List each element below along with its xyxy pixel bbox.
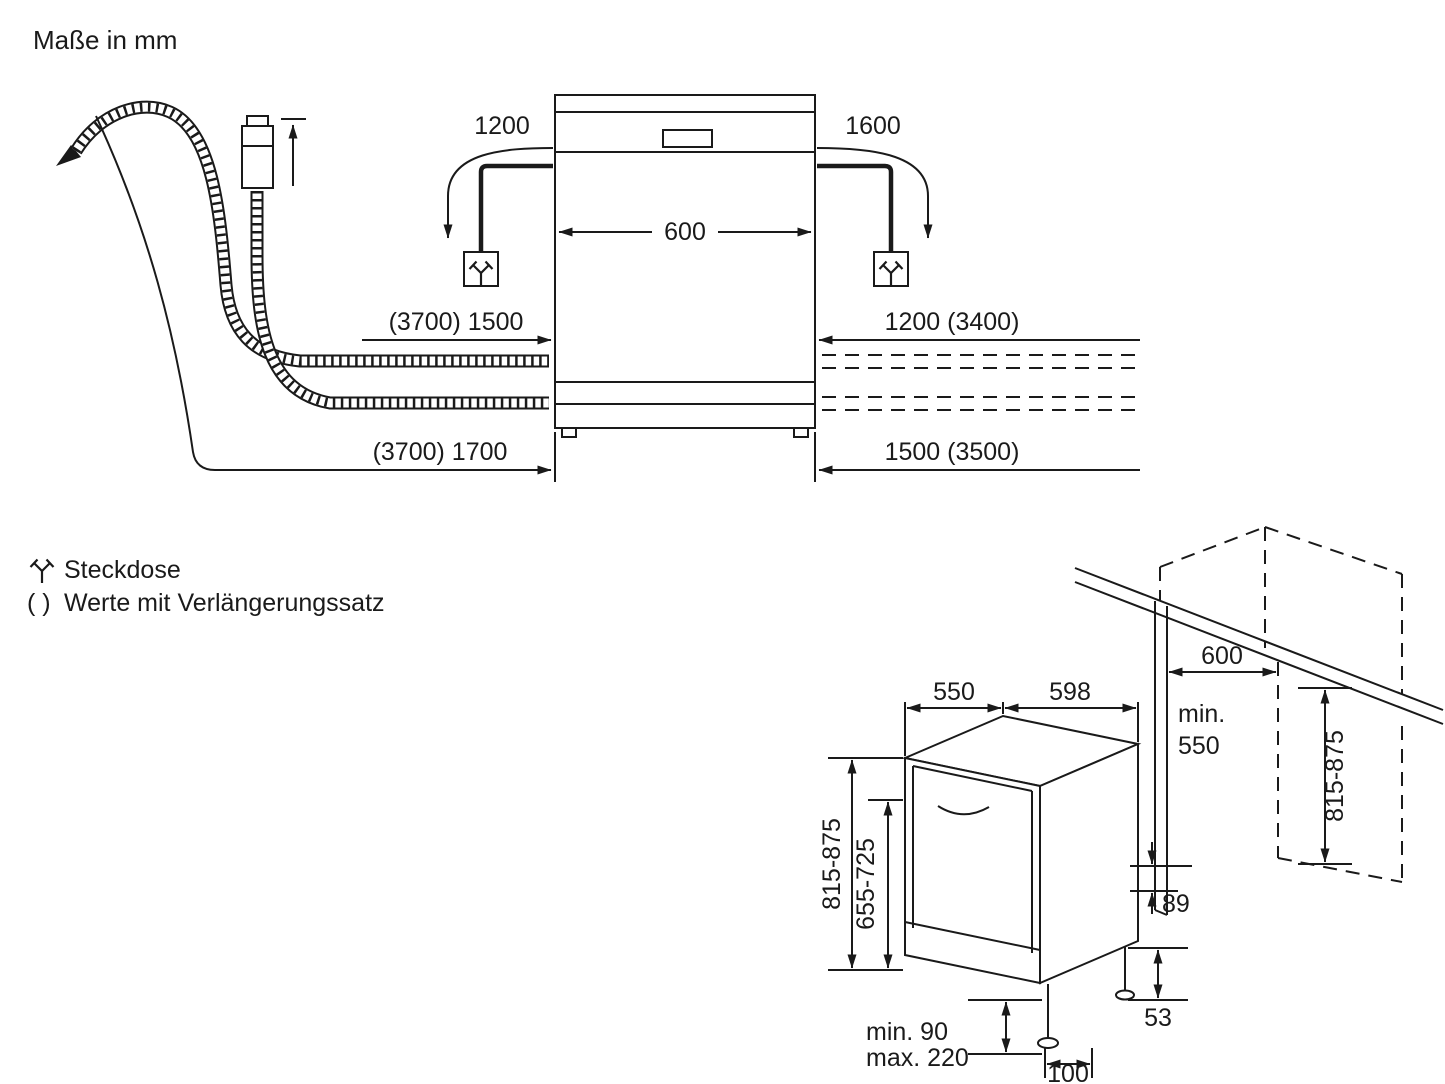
dim-rear-gap-label: 89 bbox=[1162, 890, 1190, 918]
door-face bbox=[904, 756, 1041, 985]
dim-height-right-label: 815-875 bbox=[1321, 730, 1349, 822]
socket-box-left bbox=[463, 251, 499, 287]
dim-niche-600: 600 bbox=[1168, 642, 1277, 677]
socket-icon-left bbox=[468, 260, 494, 287]
page-title: Maße in mm bbox=[33, 25, 177, 55]
dim-foot-depth-label: 100 bbox=[1047, 1060, 1089, 1084]
dim-rear-foot-label: 53 bbox=[1144, 1004, 1172, 1032]
dim-supply-right-label: 1200 (3400) bbox=[885, 308, 1020, 336]
dim-width-598-label: 598 bbox=[1049, 678, 1091, 706]
drain-hose-end-arrow-icon bbox=[56, 145, 81, 166]
dim-niche-width-label: 600 bbox=[1201, 642, 1243, 670]
dim-drain-left-label: (3700) 1700 bbox=[373, 438, 508, 466]
dim-rear-foot-53: 53 bbox=[1128, 947, 1188, 1032]
dim-door-height: 655-725 bbox=[852, 799, 903, 969]
dim-width-600: 600 bbox=[558, 218, 812, 246]
socket-legend-icon bbox=[29, 558, 55, 585]
dim-height-left: 815-875 bbox=[818, 757, 903, 971]
side-face bbox=[1039, 742, 1139, 985]
dim-width-label: 600 bbox=[664, 218, 706, 246]
dim-supply-right: 1200 (3400) bbox=[818, 308, 1140, 345]
niche-min-value-label: 550 bbox=[1178, 732, 1220, 760]
dim-height-right: 815-875 bbox=[1298, 687, 1352, 865]
socket-icon-right bbox=[878, 260, 904, 287]
dim-cable-right-label: 1600 bbox=[845, 112, 901, 140]
legend-socket-label: Steckdose bbox=[64, 556, 181, 584]
niche-min-label: min. bbox=[1178, 700, 1225, 728]
socket-box-right bbox=[873, 251, 909, 287]
dim-foot-depth-100: 100 bbox=[1044, 1048, 1093, 1084]
control-panel-display bbox=[662, 129, 713, 148]
dim-cable-left: 1200 bbox=[443, 112, 554, 239]
legend-extension-label: Werte mit Verlängerungssatz bbox=[64, 589, 385, 617]
foot-left bbox=[561, 427, 577, 438]
dim-height-left-label: 815-875 bbox=[818, 818, 846, 910]
extension-lines bbox=[554, 432, 816, 482]
dishwasher-iso-view bbox=[901, 714, 1142, 1049]
dim-depth-550: 550 bbox=[904, 678, 1004, 756]
aquastop-valve bbox=[241, 115, 306, 189]
dim-cable-left-label: 1200 bbox=[474, 112, 530, 140]
countertop bbox=[1074, 567, 1444, 725]
dim-niche-depth: min. 550 bbox=[1178, 700, 1225, 760]
dim-width-598: 598 bbox=[1004, 678, 1139, 742]
supply-hose bbox=[250, 191, 549, 410]
dim-depth-label: 550 bbox=[933, 678, 975, 706]
dim-rear-gap-89: 89 bbox=[1130, 842, 1192, 918]
dim-drain-left: (3700) 1700 bbox=[95, 115, 552, 475]
foot-right bbox=[793, 427, 809, 438]
front-foot bbox=[1037, 984, 1059, 1049]
hose-continuation-dashed bbox=[822, 354, 1140, 411]
dim-plinth-height: min. 90 max. 220 bbox=[866, 999, 1042, 1072]
power-cord-right bbox=[817, 163, 909, 287]
dim-drain-right: 1500 (3500) bbox=[818, 438, 1140, 475]
dishwasher-front-view bbox=[554, 94, 816, 438]
dim-drain-right-label: 1500 (3500) bbox=[885, 438, 1020, 466]
drain-hose bbox=[56, 100, 549, 368]
legend: Steckdose ( ) Werte mit Verlängerungssat… bbox=[27, 556, 385, 617]
dim-supply-left: (3700) 1500 bbox=[362, 308, 552, 345]
power-cord-left bbox=[463, 163, 553, 287]
dim-cable-right: 1600 bbox=[816, 112, 933, 239]
drain-length-curve bbox=[95, 115, 216, 471]
rear-foot bbox=[1115, 947, 1135, 1001]
dim-plinth-min-label: min. 90 bbox=[866, 1018, 948, 1046]
door-handle bbox=[937, 805, 990, 816]
niche-cabinet-dashed bbox=[1159, 526, 1403, 883]
dim-door-height-label: 655-725 bbox=[852, 838, 880, 930]
dim-plinth-max-label: max. 220 bbox=[866, 1044, 969, 1072]
dim-supply-left-label: (3700) 1500 bbox=[389, 308, 524, 336]
niche-side-wall bbox=[1154, 601, 1168, 916]
legend-parens-symbol: ( ) bbox=[27, 589, 51, 617]
